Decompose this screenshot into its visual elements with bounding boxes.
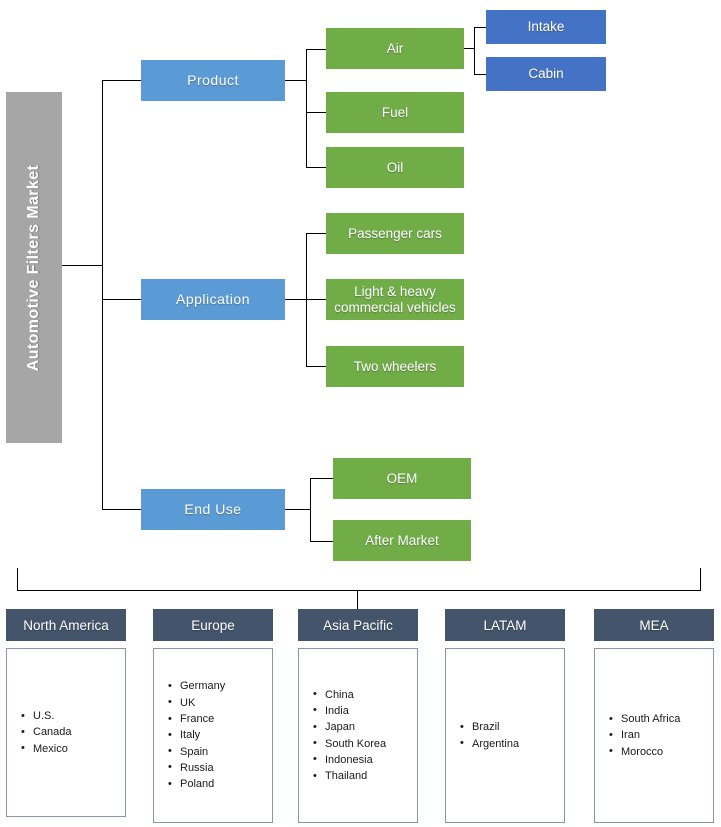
- node-commercial-vehicles-label: Light & heavy commercial vehicles: [334, 284, 456, 315]
- region-header-asia-pacific[interactable]: Asia Pacific: [298, 609, 418, 641]
- list-item: Morocco: [609, 743, 707, 760]
- region-body-europe: Germany UK France Italy Spain Russia Pol…: [153, 648, 273, 823]
- list-item: Canada: [21, 724, 119, 741]
- list-item: China: [313, 686, 411, 703]
- node-end-use[interactable]: End Use: [141, 489, 285, 530]
- node-after-market[interactable]: After Market: [333, 520, 471, 561]
- region-header-north-america[interactable]: North America: [6, 609, 126, 641]
- region-country-list-europe: Germany UK France Italy Spain Russia Pol…: [154, 678, 272, 792]
- region-header-mea[interactable]: MEA: [594, 609, 714, 641]
- node-oem-label: OEM: [386, 470, 418, 486]
- connector-application-to-passenger-cars: [306, 233, 327, 234]
- node-fuel[interactable]: Fuel: [326, 92, 464, 133]
- list-item: Germany: [168, 678, 266, 695]
- connector-application-to-commercial-vehicles: [306, 299, 327, 300]
- connector-end-use-to-oem: [310, 478, 333, 479]
- connector-end-use-spine: [310, 478, 311, 541]
- connector-regions-bracket: [17, 590, 701, 591]
- connector-product-stem: [285, 80, 307, 81]
- region-country-list-latam: Brazil Argentina: [446, 719, 564, 752]
- root-node-automotive-filters-market: Automotive Filters Market: [6, 92, 62, 443]
- list-item: Italy: [168, 727, 266, 744]
- list-item: Spain: [168, 743, 266, 760]
- node-intake-label: Intake: [527, 19, 565, 35]
- node-cabin-label: Cabin: [528, 66, 564, 82]
- connector-air-stem: [464, 48, 475, 49]
- list-item: India: [313, 702, 411, 719]
- region-header-asia-pacific-label: Asia Pacific: [323, 617, 393, 633]
- connector-end-use-stem: [285, 509, 311, 510]
- region-body-asia-pacific: China India Japan South Korea Indonesia …: [298, 648, 418, 823]
- list-item: Indonesia: [313, 751, 411, 768]
- connector-product-spine: [306, 49, 307, 167]
- connector-application-to-two-wheelers: [306, 366, 327, 367]
- node-application[interactable]: Application: [141, 279, 285, 320]
- node-commercial-vehicles[interactable]: Light & heavy commercial vehicles: [326, 279, 464, 320]
- region-header-latam-label: LATAM: [483, 617, 527, 633]
- region-country-list-asia-pacific: China India Japan South Korea Indonesia …: [299, 686, 417, 785]
- node-passenger-cars[interactable]: Passenger cars: [326, 213, 464, 254]
- list-item: UK: [168, 694, 266, 711]
- connector-product-to-air: [306, 49, 327, 50]
- node-oem[interactable]: OEM: [333, 458, 471, 499]
- connector-product-to-fuel: [306, 112, 327, 113]
- connector-trunk-to-product: [102, 80, 142, 81]
- node-product[interactable]: Product: [141, 60, 285, 101]
- node-passenger-cars-label: Passenger cars: [348, 225, 442, 241]
- connector-trunk-to-application: [102, 299, 142, 300]
- region-body-latam: Brazil Argentina: [445, 648, 565, 823]
- region-header-europe-label: Europe: [191, 617, 235, 633]
- region-header-latam[interactable]: LATAM: [445, 609, 565, 641]
- connector-regions-bracket-right: [700, 568, 701, 591]
- region-body-mea: South Africa Iran Morocco: [594, 648, 714, 823]
- list-item: France: [168, 711, 266, 728]
- node-application-label: Application: [176, 290, 250, 307]
- connector-product-to-oil: [306, 167, 327, 168]
- region-country-list-north-america: U.S. Canada Mexico: [7, 708, 125, 757]
- node-after-market-label: After Market: [365, 532, 439, 548]
- region-country-list-mea: South Africa Iran Morocco: [595, 711, 713, 760]
- connector-end-use-to-after-market: [310, 541, 333, 542]
- node-fuel-label: Fuel: [381, 104, 409, 120]
- region-header-europe[interactable]: Europe: [153, 609, 273, 641]
- node-air-label: Air: [386, 40, 404, 56]
- region-body-north-america: U.S. Canada Mexico: [6, 648, 126, 817]
- region-header-north-america-label: North America: [23, 617, 109, 633]
- list-item: Mexico: [21, 740, 119, 757]
- root-node-label: Automotive Filters Market: [25, 164, 43, 371]
- connector-air-to-cabin: [474, 74, 487, 75]
- node-product-label: Product: [187, 71, 239, 88]
- connector-trunk-vertical: [102, 80, 103, 510]
- node-air[interactable]: Air: [326, 28, 464, 69]
- node-two-wheelers-label: Two wheelers: [353, 358, 437, 374]
- node-end-use-label: End Use: [184, 500, 242, 517]
- list-item: Iran: [609, 727, 707, 744]
- connector-regions-bracket-left: [17, 568, 18, 591]
- region-header-mea-label: MEA: [639, 617, 669, 633]
- list-item: South Korea: [313, 735, 411, 752]
- connector-air-to-intake: [474, 27, 487, 28]
- connector-root-stub: [62, 265, 103, 266]
- node-oil-label: Oil: [386, 159, 404, 175]
- node-cabin[interactable]: Cabin: [486, 57, 606, 91]
- node-two-wheelers[interactable]: Two wheelers: [326, 346, 464, 387]
- node-intake[interactable]: Intake: [486, 10, 606, 44]
- list-item: South Africa: [609, 711, 707, 728]
- list-item: Argentina: [460, 735, 558, 752]
- connector-application-stem: [285, 299, 307, 300]
- list-item: Russia: [168, 759, 266, 776]
- list-item: Thailand: [313, 768, 411, 785]
- connector-air-spine: [474, 27, 475, 74]
- list-item: U.S.: [21, 708, 119, 725]
- connector-regions-drop: [357, 590, 358, 610]
- list-item: Poland: [168, 776, 266, 793]
- node-oil[interactable]: Oil: [326, 147, 464, 188]
- list-item: Japan: [313, 719, 411, 736]
- list-item: Brazil: [460, 719, 558, 736]
- connector-trunk-to-end-use: [102, 509, 142, 510]
